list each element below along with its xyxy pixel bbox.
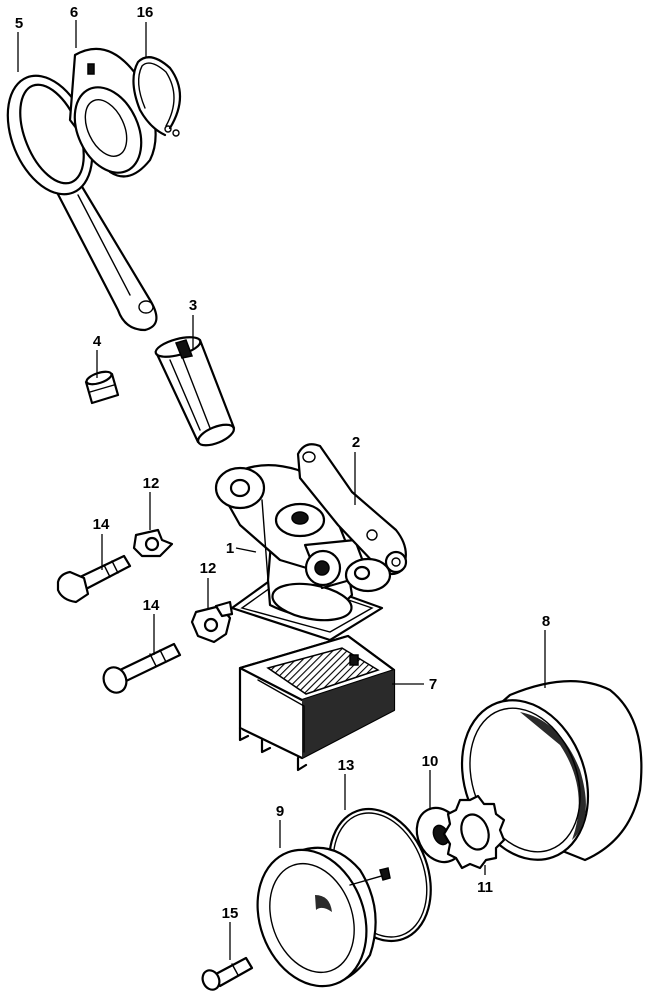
callout-5: 5 [15, 15, 23, 32]
pin-part [84, 370, 120, 405]
lock-washer-part [442, 794, 506, 870]
callout-6: 6 [70, 4, 78, 21]
callout-10: 10 [422, 753, 439, 770]
callout-16: 16 [137, 4, 154, 21]
callout-9: 9 [276, 803, 284, 820]
callout-8: 8 [542, 613, 550, 630]
callout-14-lower: 14 [143, 597, 160, 614]
callout-11: 11 [477, 879, 493, 896]
element-case-part [238, 634, 396, 772]
clamp-band-arm-part [6, 74, 158, 332]
callout-14-upper: 14 [93, 516, 110, 533]
snap-ring-part [132, 56, 181, 137]
tab-washer-upper-part [132, 528, 174, 558]
callout-13: 13 [338, 757, 355, 774]
carburetor-body-part [214, 464, 384, 642]
throttle-shaft-part [154, 336, 236, 447]
callout-12-upper: 12 [143, 475, 160, 492]
bolt-upper-part [56, 554, 132, 604]
callout-7: 7 [429, 676, 437, 693]
callout-3: 3 [189, 297, 197, 314]
screw-part [201, 956, 254, 991]
callout-2: 2 [352, 434, 360, 451]
callout-12-lower: 12 [200, 560, 217, 577]
callout-labels: 5 6 16 3 4 2 1 12 14 12 14 7 8 10 13 9 1… [15, 4, 550, 922]
air-cleaner-cap-part [256, 846, 391, 988]
bolt-lower-part [102, 642, 182, 694]
leader-lines [17, 20, 546, 960]
tab-washer-lower-part [190, 600, 234, 644]
callout-4: 4 [93, 333, 102, 350]
callout-1: 1 [226, 540, 234, 557]
callout-15: 15 [222, 905, 239, 922]
throttle-lever-part [296, 443, 408, 593]
